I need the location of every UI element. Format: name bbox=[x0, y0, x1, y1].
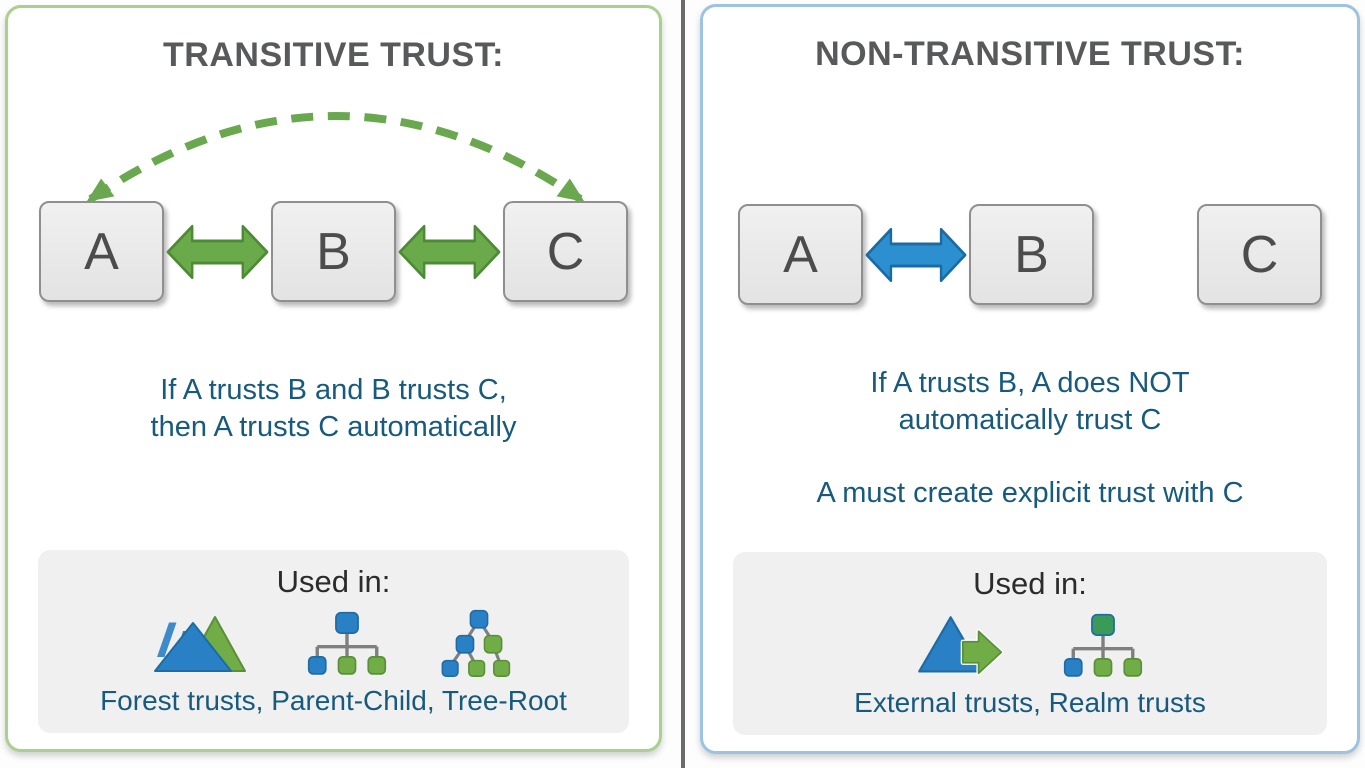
trust-nodes-row: A B C bbox=[8, 201, 659, 302]
two-way-trust-arrow-icon bbox=[863, 220, 969, 290]
realm-hierarchy-icon bbox=[1060, 613, 1146, 681]
domain-node-a: A bbox=[39, 201, 164, 302]
forest-trust-icon bbox=[149, 609, 253, 681]
transitive-trust-panel: TRANSITIVE TRUST: A bbox=[5, 5, 662, 752]
non-transitive-trust-panel: NON-TRANSITIVE TRUST: A B C If A trusts … bbox=[700, 4, 1360, 754]
external-trust-icon bbox=[914, 611, 1010, 683]
used-in-label: Used in: bbox=[973, 566, 1087, 601]
used-in-caption: Forest trusts, Parent-Child, Tree-Root bbox=[100, 685, 567, 716]
used-in-label: Used in: bbox=[276, 564, 391, 599]
domain-node-a: A bbox=[738, 204, 863, 305]
panel-title: NON-TRANSITIVE TRUST: bbox=[815, 35, 1245, 73]
used-in-box: Used in: bbox=[38, 550, 629, 733]
two-way-trust-arrow-icon bbox=[164, 217, 271, 287]
used-in-icons-row bbox=[58, 600, 609, 685]
trust-nodes-row: A B C bbox=[703, 204, 1357, 305]
description-line: If A trusts B, A does NOT bbox=[870, 367, 1190, 399]
domain-node-c: C bbox=[1197, 204, 1322, 305]
transitive-description: If A trusts B and B trusts C, then A tru… bbox=[8, 372, 659, 446]
transitive-dashed-arc-icon bbox=[74, 99, 597, 203]
description-line: then A trusts C automatically bbox=[150, 411, 517, 444]
used-in-caption: External trusts, Realm trusts bbox=[854, 687, 1206, 718]
parent-child-hierarchy-icon bbox=[304, 611, 390, 679]
used-in-box: Used in: bbox=[733, 552, 1327, 735]
panel-title: TRANSITIVE TRUST: bbox=[163, 36, 504, 74]
used-in-icons-row bbox=[753, 602, 1307, 687]
non-transitive-description: If A trusts B, A does NOT automatically … bbox=[703, 365, 1357, 439]
two-way-trust-arrow-icon bbox=[396, 217, 503, 287]
explicit-trust-note: A must create explicit trust with C bbox=[703, 475, 1357, 512]
description-line: automatically trust C bbox=[898, 404, 1162, 437]
domain-node-c: C bbox=[503, 201, 628, 302]
tree-root-icon bbox=[440, 609, 518, 681]
domain-node-b: B bbox=[271, 201, 396, 302]
domain-node-b: B bbox=[969, 204, 1094, 305]
panel-divider bbox=[681, 0, 685, 768]
description-line: If A trusts B and B trusts C, bbox=[160, 374, 507, 406]
description-line: A must create explicit trust with C bbox=[816, 477, 1244, 510]
